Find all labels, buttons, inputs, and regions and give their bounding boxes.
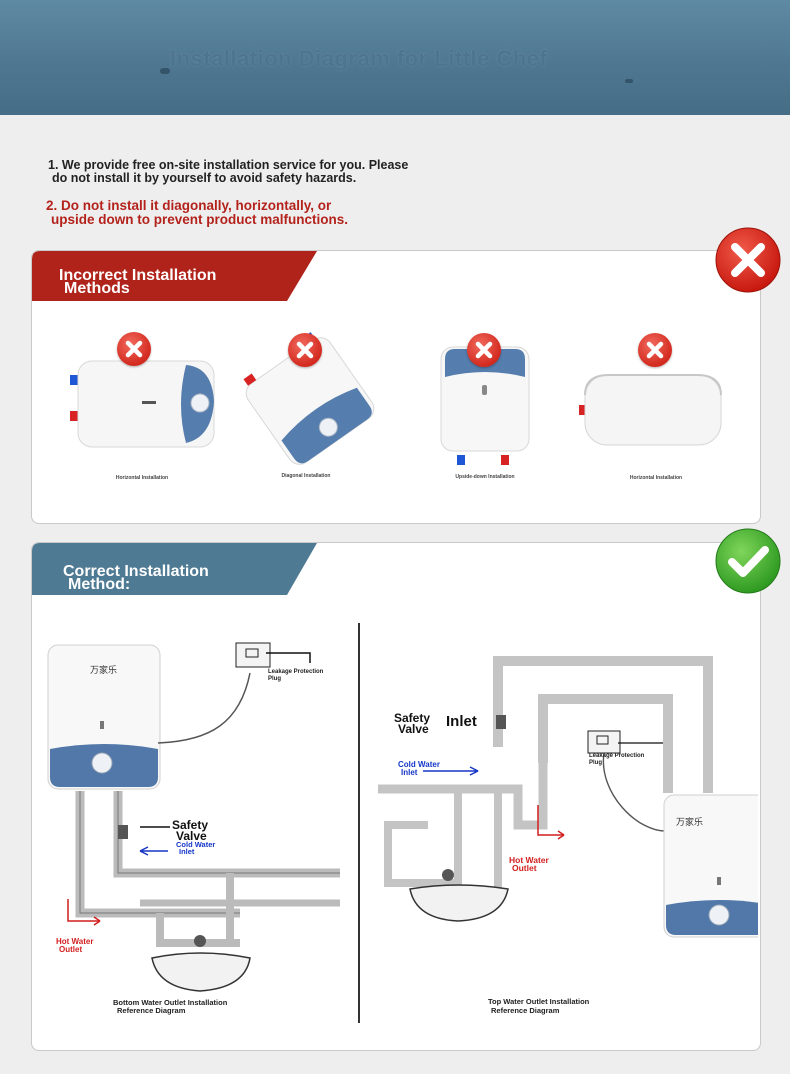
top-inlet-label: Inlet xyxy=(446,713,477,730)
bottom-brand-label: 万家乐 xyxy=(90,665,118,675)
caption-horizontal: Horizontal Installation xyxy=(115,475,169,481)
cross-icon xyxy=(288,333,322,367)
check-icon xyxy=(715,528,781,594)
page-title: Installation Diagram for Little Chef xyxy=(170,46,548,71)
heater-upside-down xyxy=(437,345,533,467)
note-orientation-warning: 2. Do not install it diagonally, horizon… xyxy=(46,198,349,227)
cross-icon xyxy=(117,332,151,366)
incorrect-tab: Incorrect Installation Methods xyxy=(32,251,322,301)
correct-method-panel: Correct Installation Method: 万家乐 xyxy=(31,542,761,1051)
incorrect-methods-panel: Incorrect Installation Methods Horizonta… xyxy=(31,250,761,524)
note-onsite-service: 1. We provide free on-site installation … xyxy=(48,158,409,185)
cross-icon xyxy=(467,333,501,367)
caption-horizontal-flat: Horizontal Installation xyxy=(629,475,683,481)
cross-icon xyxy=(638,333,672,367)
correct-tab: Correct Installation Method: xyxy=(32,543,322,595)
correct-title: Correct Installation Method: xyxy=(63,563,209,593)
diagram-divider xyxy=(358,623,360,1023)
caption-diagonal: Diagonal Installation xyxy=(281,473,331,479)
top-brand-label: 万家乐 xyxy=(676,817,704,827)
incorrect-title: Incorrect Installation Methods xyxy=(59,267,217,297)
caption-upside-down: Upside-down Installation xyxy=(455,474,515,480)
decor-dot xyxy=(160,68,170,74)
heater-horizontal-flat xyxy=(579,369,723,449)
top-outlet-diagram xyxy=(378,656,758,938)
bottom-outlet-diagram xyxy=(47,642,340,992)
header-banner: Installation Diagram for Little Chef xyxy=(0,0,790,115)
cross-icon xyxy=(715,227,781,293)
decor-dot xyxy=(625,79,633,83)
heater-horizontal xyxy=(68,351,218,451)
